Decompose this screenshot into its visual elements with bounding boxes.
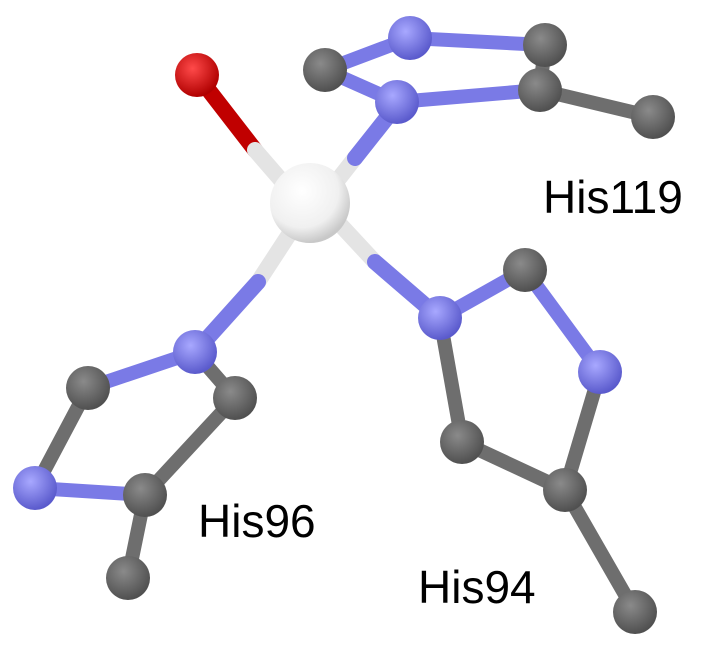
atom-his94-c5: [440, 420, 484, 464]
atom-his96-c5: [213, 376, 257, 420]
residue-labels: His119 His96 His94: [198, 171, 683, 613]
atom-his119-n2: [388, 16, 432, 60]
bond-his119-c4-n1: [390, 83, 547, 109]
atom-his119-c4: [518, 68, 562, 112]
atom-zinc: [270, 163, 350, 243]
atom-his119-n1: [375, 80, 419, 124]
atom-his119-c3: [523, 23, 567, 67]
atom-his96-n1: [173, 330, 217, 374]
atoms: [13, 16, 675, 634]
atom-oxygen: [175, 53, 219, 97]
atom-his94-c4: [543, 468, 587, 512]
atom-his96-n3: [13, 466, 57, 510]
bond-his94-c4-cb: [558, 483, 642, 619]
atom-his94-n1: [418, 296, 462, 340]
atom-his96-cb: [106, 556, 150, 600]
atom-his96-c2: [66, 366, 110, 410]
bond-his96-c4-c5: [138, 391, 242, 502]
atom-his96-c4: [123, 473, 167, 517]
label-his119: His119: [543, 171, 683, 223]
bond-his119-n2-c3: [403, 31, 552, 52]
atom-his94-c2: [503, 248, 547, 292]
label-his94: His94: [418, 561, 536, 613]
bonds: [28, 31, 660, 619]
atom-his94-cb: [613, 590, 657, 634]
atom-his119-c1: [303, 48, 347, 92]
atom-his119-cb: [631, 95, 675, 139]
atom-his94-n3: [578, 350, 622, 394]
label-his96: His96: [198, 495, 316, 547]
